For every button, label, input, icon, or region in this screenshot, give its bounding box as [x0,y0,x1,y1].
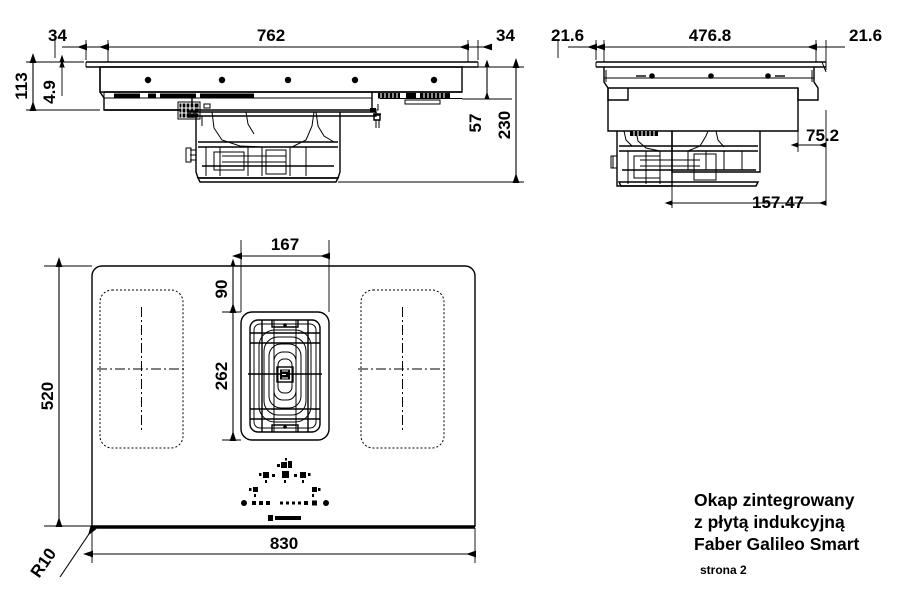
control-icon-row-bottom[interactable] [249,487,321,497]
dim-label-34-right: 34 [496,26,515,45]
side-section-view: 21.6 476.8 21.6 75.2 [551,26,882,212]
caption-line-2: z płytą indukcyjną [694,512,845,532]
dim-label-113: 113 [12,72,31,99]
dim-label-21p6-right: 21.6 [849,26,882,45]
front-blower-inlet [185,147,196,163]
plan-dimension-90: 90 [212,258,241,313]
front-dimension-113: 113 [12,53,100,111]
dim-label-167: 167 [271,235,299,254]
front-dimension-34-left: 34 [48,26,109,60]
front-blower-assembly [185,111,341,183]
plan-dimension-167: 167 [232,235,330,312]
dim-label-157p47: 157.47 [752,193,804,212]
control-icon-row-top[interactable] [277,458,292,468]
front-fixing-points [144,76,438,84]
side-blower-inlet [610,155,618,169]
front-dimension-4p9: 4.9 [40,54,65,104]
center-extractor-grille [240,311,330,441]
front-dimension-34-right: 34 [448,26,515,60]
front-dimension-230: 230 [338,58,524,183]
dim-label-57: 57 [466,114,485,133]
side-vent-hatch [630,131,658,136]
dim-label-476p8: 476.8 [689,26,732,45]
plan-dimension-520: 520 [38,257,92,527]
plan-top-view: 520 830 167 90 [27,235,476,581]
front-hob-body [99,67,462,128]
caption-block: Okap zintegrowany z płytą indukcyjną Fab… [694,489,894,577]
dim-label-830: 830 [270,534,298,553]
dim-label-520: 520 [38,382,57,410]
front-dimension-762: 762 [99,26,469,62]
front-section-view: 34 762 34 113 [12,26,524,183]
dim-label-230: 230 [495,111,514,139]
side-cooktop-slab [595,61,827,68]
side-blower-assembly [610,130,761,187]
page-label: strona 2 [700,563,747,577]
right-cooking-zone [358,289,447,449]
side-dimension-157p47: 157.47 [664,186,827,212]
side-dimension-21p6-right: 21.6 [816,26,882,73]
front-right-bracket [370,104,379,112]
control-icon-row-middle[interactable] [259,471,311,483]
front-cooktop-slab [85,61,479,93]
dim-label-4p9: 4.9 [40,80,59,104]
side-dimension-21p6-left: 21.6 [551,26,597,60]
dim-label-90: 90 [212,280,231,299]
side-hob-body [603,67,819,132]
left-cooking-zone [97,289,186,449]
faber-brand-mark [268,515,301,521]
side-dimension-476p8: 476.8 [595,26,817,62]
plan-glass-outline [91,265,476,529]
plan-dimension-262: 262 [212,303,241,441]
dim-label-34-left: 34 [48,26,67,45]
side-dimension-75p2: 75.2 [790,110,839,205]
front-mount-pin [373,113,381,128]
dim-label-r10: R10 [27,545,60,581]
caption-line-1: Okap zintegrowany [694,490,855,510]
plan-dimension-830: 830 [83,528,476,563]
dim-label-262: 262 [212,362,231,390]
control-slider-strip[interactable] [241,500,329,506]
touch-control-panel[interactable] [241,458,329,506]
front-vent-hatch-right [378,93,450,99]
dim-label-75p2: 75.2 [806,126,839,145]
front-vent-hatch [114,93,254,99]
dim-label-762: 762 [257,26,285,45]
caption-line-3: Faber Galileo Smart [694,534,860,554]
plan-dimension-r10: R10 [27,525,97,581]
dim-label-21p6-left: 21.6 [551,26,584,45]
